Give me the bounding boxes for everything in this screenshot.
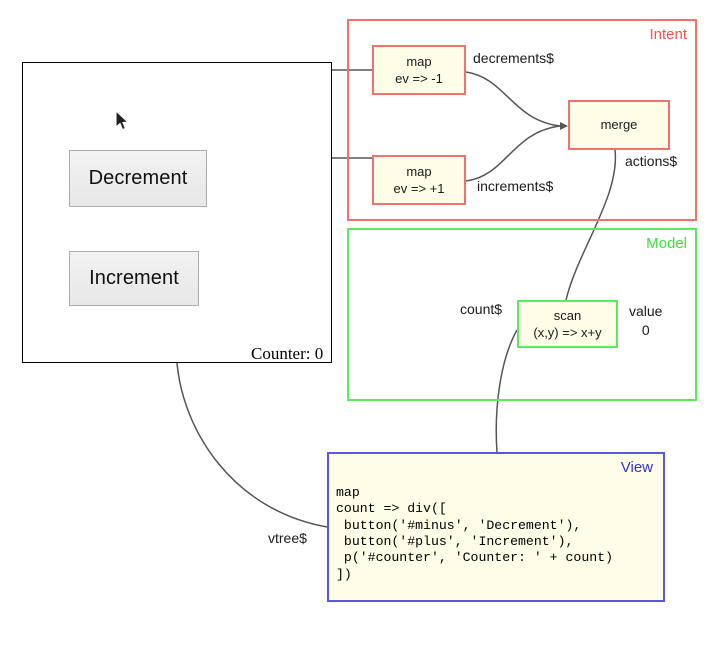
group-view: View — [327, 452, 665, 602]
edge-label-actions: actions$ — [625, 153, 678, 169]
decrement-button[interactable]: Decrement — [69, 150, 207, 207]
node-map-increment-op: map — [406, 163, 432, 179]
group-model: Model — [347, 228, 697, 401]
scan-seed-value: value 0 — [629, 302, 662, 340]
edge-label-count: count$ — [460, 301, 503, 317]
node-scan-op: scan — [553, 307, 582, 323]
edge-label-decrements: decrements$ — [473, 50, 554, 66]
scan-seed-value-number: 0 — [641, 321, 650, 338]
counter-readout: Counter: 0 — [251, 344, 324, 363]
increment-button[interactable]: Increment — [69, 251, 199, 306]
node-map-increment[interactable]: map ev => +1 — [372, 155, 466, 205]
group-view-label: View — [620, 459, 653, 476]
edge-label-increments: increments$ — [477, 178, 554, 194]
edge-label-vtree: vtree$ — [268, 530, 307, 546]
node-merge[interactable]: merge — [568, 100, 670, 150]
node-scan[interactable]: scan (x,y) => x+y — [517, 300, 618, 348]
group-intent-label: Intent — [649, 26, 687, 43]
group-model-label: Model — [646, 235, 687, 252]
view-code-block: map count => div([ button('#minus', 'Dec… — [336, 485, 613, 582]
node-map-increment-expr: ev => +1 — [393, 181, 445, 196]
group-intent: Intent — [347, 19, 697, 221]
node-map-decrement[interactable]: map ev => -1 — [372, 45, 466, 95]
edge-vtree-to-app — [176, 362, 328, 528]
counter-app-preview: Decrement Increment Counter: 0 — [22, 62, 332, 363]
node-merge-op: merge — [600, 117, 638, 133]
node-map-decrement-expr: ev => -1 — [395, 71, 443, 86]
node-scan-expr: (x,y) => x+y — [533, 325, 602, 340]
mouse-pointer-icon — [115, 110, 130, 131]
scan-seed-value-label: value — [629, 303, 663, 319]
node-map-decrement-op: map — [406, 53, 432, 69]
